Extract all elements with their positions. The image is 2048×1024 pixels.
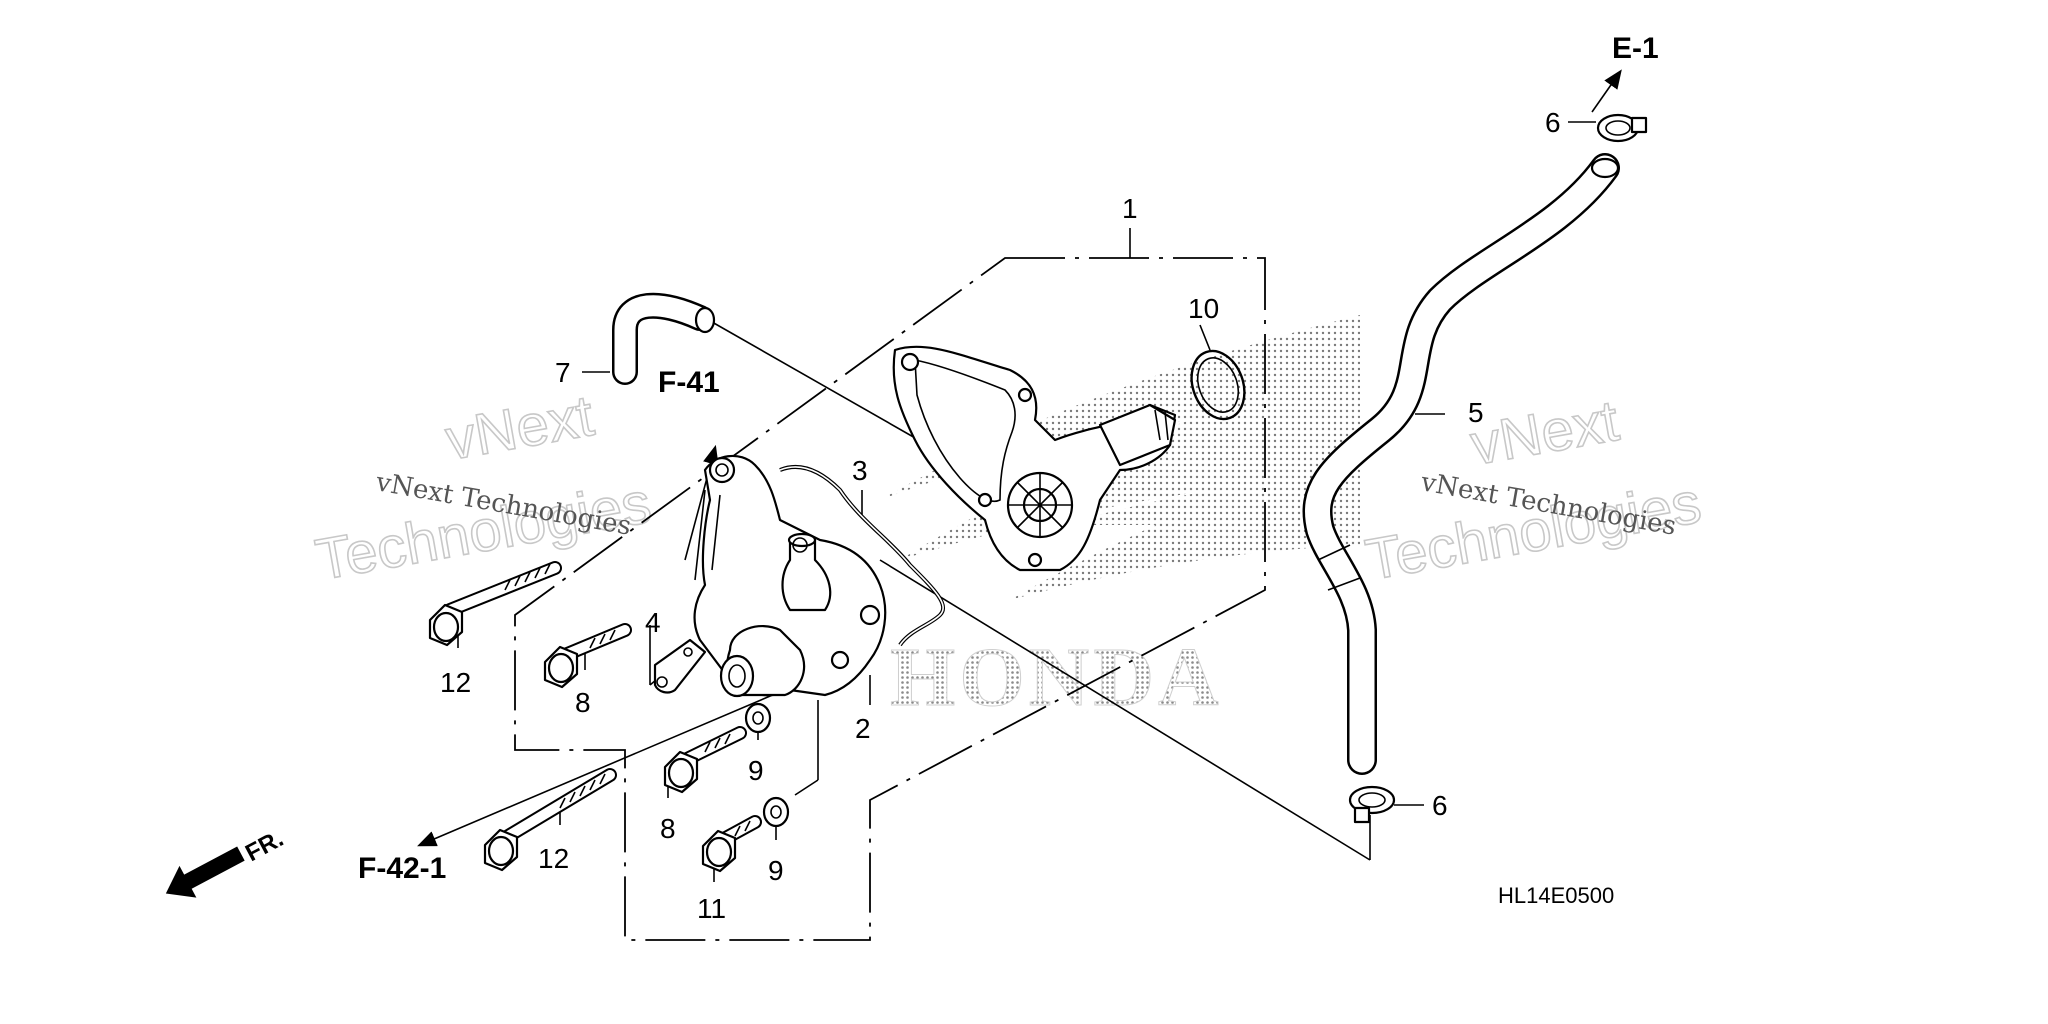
part-callout-12-lower: 12 [538, 843, 569, 874]
hose-clamp-6-top [1596, 113, 1648, 143]
thermostat-housing-2 [693, 454, 887, 698]
hose-7 [612, 292, 716, 385]
front-direction-arrow: FR. [165, 825, 288, 898]
part-callout-2: 2 [855, 713, 871, 744]
o-ring-10 [1190, 349, 1246, 421]
brand-watermark-line1: vNext [1466, 388, 1623, 478]
part-callout-8-lower: 8 [660, 813, 676, 844]
part-callout-10: 10 [1188, 293, 1219, 324]
part-callout-8-upper: 8 [575, 687, 591, 718]
bolt-8-upper [543, 623, 632, 689]
part-callout-7: 7 [555, 357, 571, 388]
brand-watermark-line1: vNext [441, 383, 598, 473]
part-callout-6-bottom: 6 [1432, 790, 1448, 821]
part-callout-11: 11 [697, 893, 726, 924]
part-callout-5: 5 [1468, 397, 1484, 428]
part-callout-12-upper: 12 [440, 667, 471, 698]
bolt-12-upper [428, 561, 562, 647]
bolt-11 [701, 815, 762, 873]
ref-label-e1: E-1 [1612, 32, 1659, 65]
brand-watermark-left: vNext Technologies vNext Technologies [310, 382, 656, 593]
ref-label-f42-1: F-42-1 [358, 852, 446, 885]
hose-clamp-6-bottom [1348, 785, 1396, 824]
assembly-boundary [514, 257, 1266, 941]
part-callout-9-lower: 9 [768, 855, 784, 886]
washer-9-lower [762, 796, 790, 828]
bolt-8-lower [663, 726, 747, 794]
part-callout-1: 1 [1122, 193, 1138, 224]
washer-9-upper [744, 702, 772, 734]
part-callout-3: 3 [852, 455, 868, 486]
bolt-12-lower [483, 768, 617, 872]
bracket-4 [653, 638, 707, 694]
ref-label-f41: F-41 [658, 366, 720, 399]
brand-watermark-right: vNext Technologies vNext Technologies [1360, 387, 1706, 593]
hose-5 [1302, 153, 1620, 775]
water-pump [892, 345, 1177, 572]
front-label: FR. [241, 825, 288, 867]
part-callout-4: 4 [645, 607, 661, 638]
diagram-code: HL14E0500 [1498, 883, 1614, 908]
gasket-3 [779, 464, 946, 647]
part-callout-6-top: 6 [1545, 107, 1561, 138]
part-callout-9-upper: 9 [748, 755, 764, 786]
honda-logo-watermark: HONDA [890, 631, 1223, 724]
